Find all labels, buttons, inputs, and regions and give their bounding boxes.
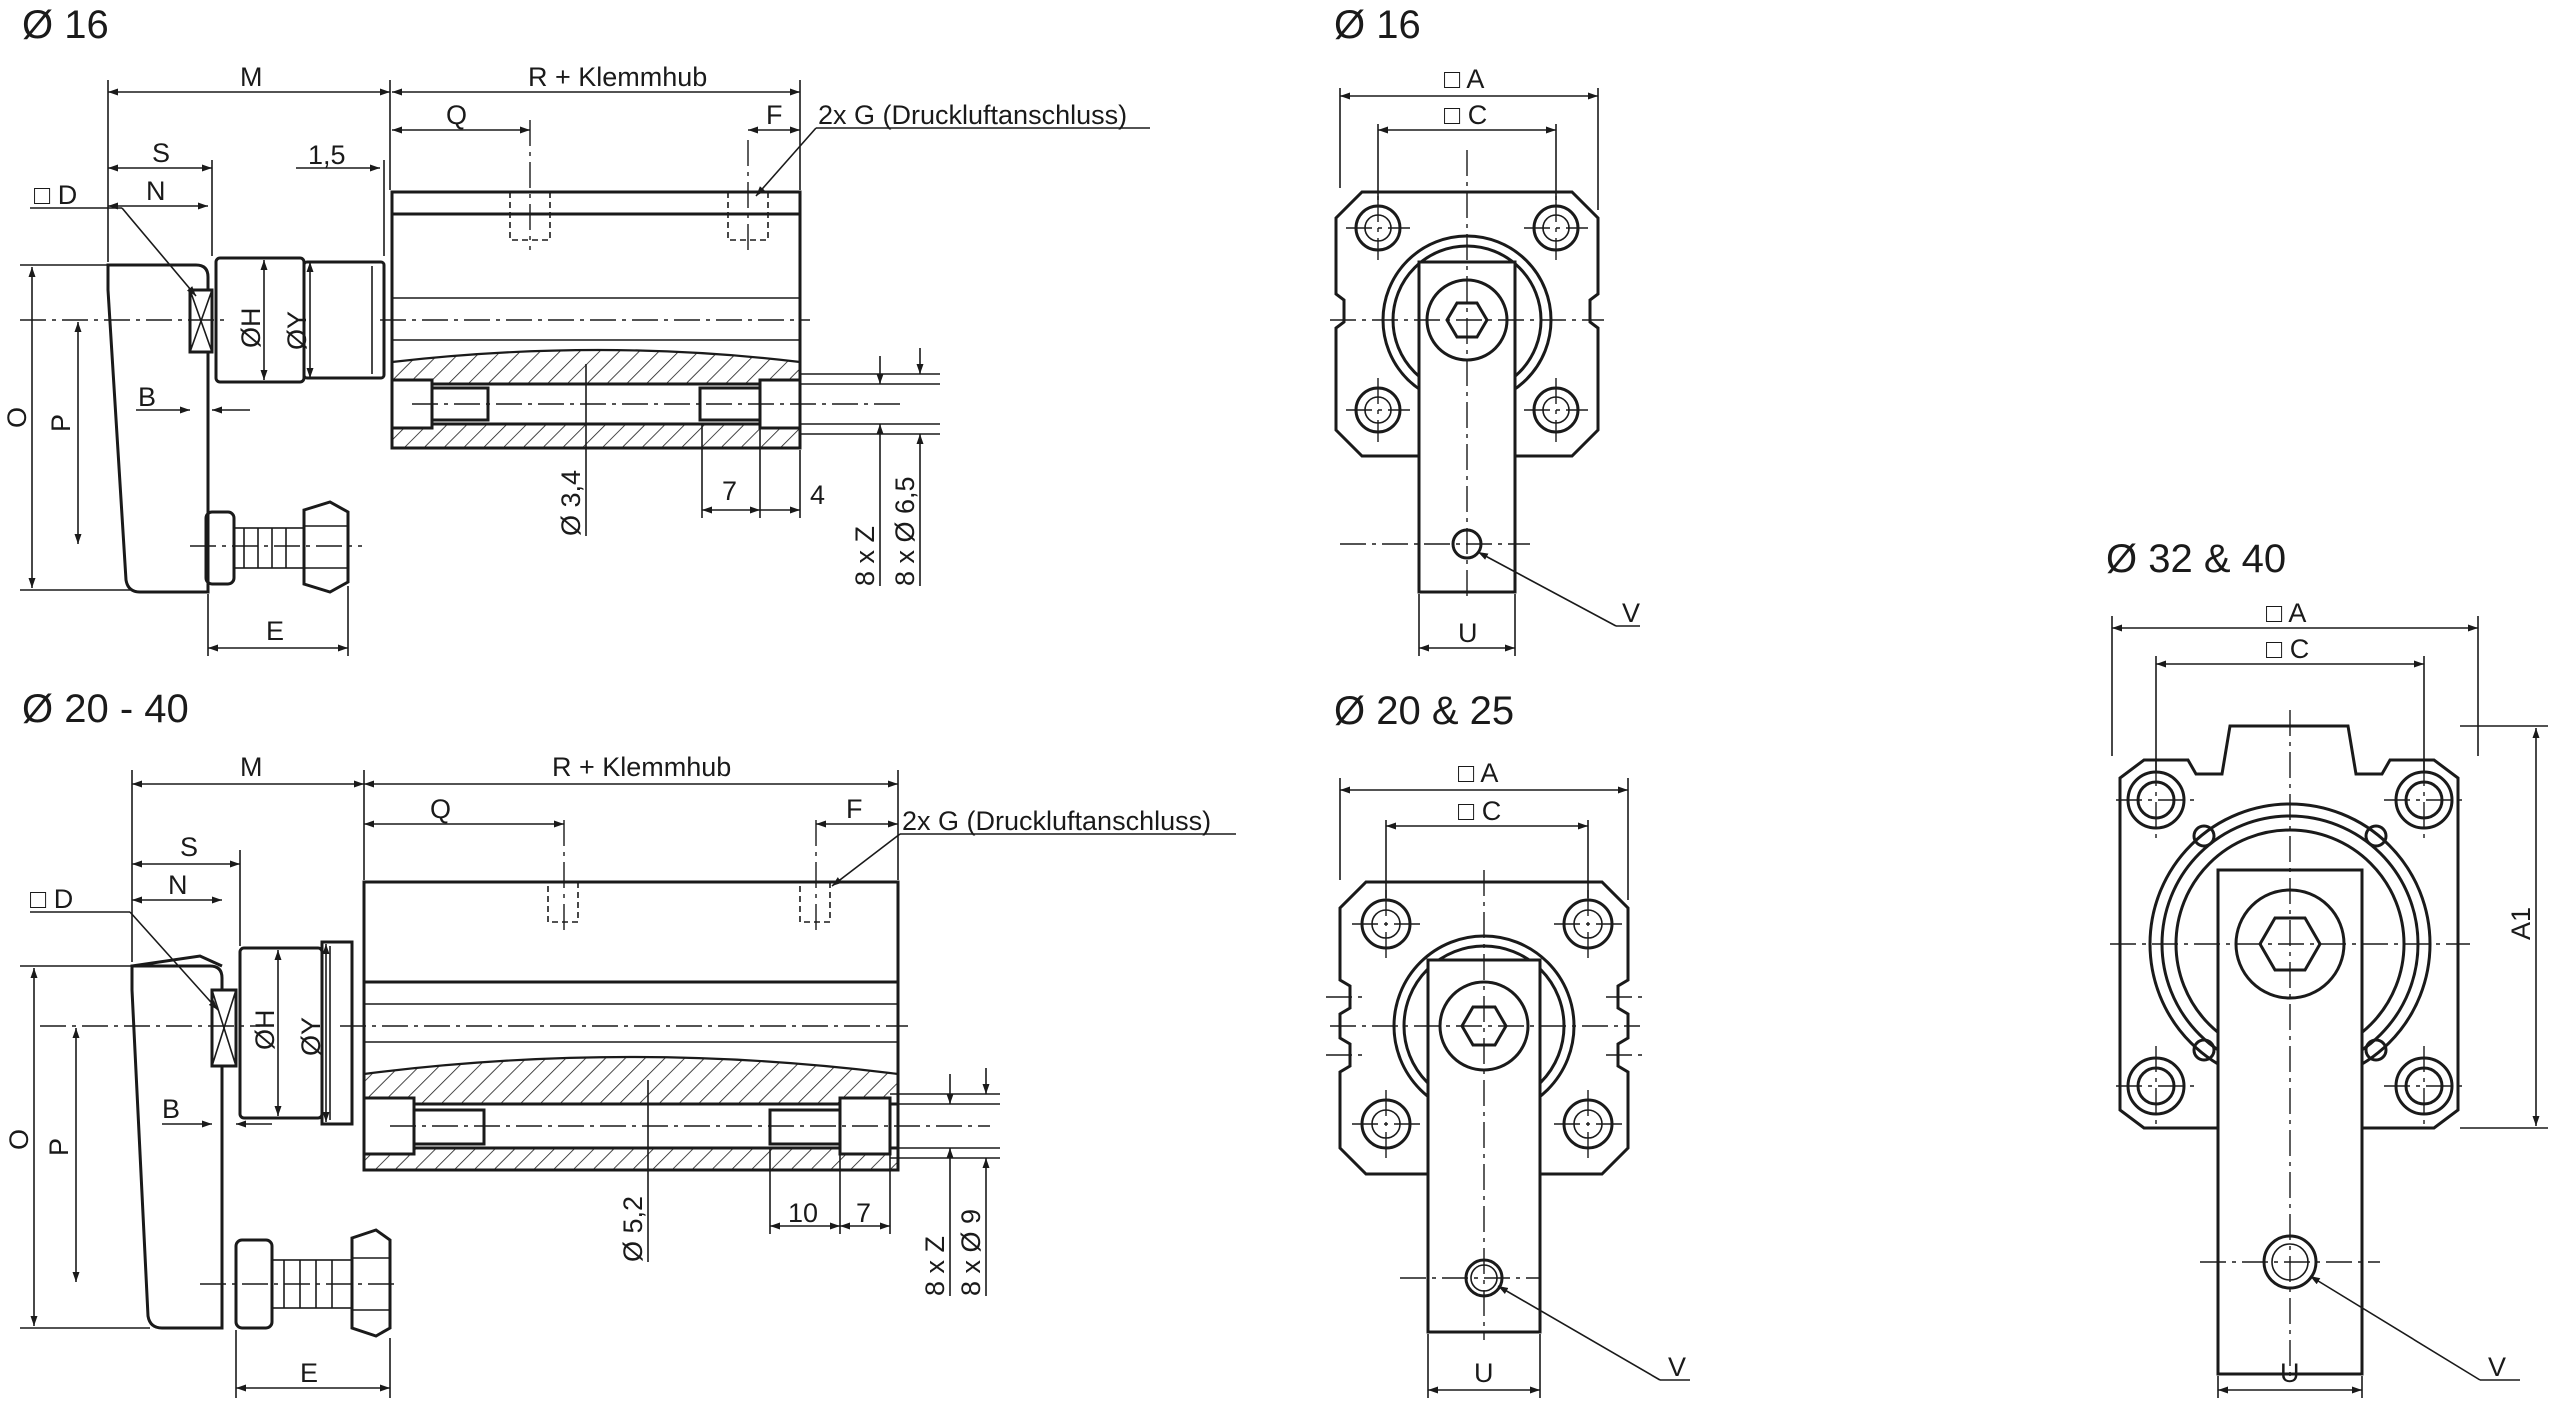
- dim-S: S: [180, 832, 198, 862]
- dim-D: □ D: [30, 884, 73, 914]
- dim-M: M: [240, 62, 263, 92]
- dim-V: V: [1668, 1352, 1686, 1382]
- dim-V: V: [1622, 598, 1640, 628]
- front-view-16: Ø 16 □ A □ C U V: [1330, 3, 1640, 656]
- clamp-nut: [302, 500, 350, 594]
- dim-D: □ D: [34, 180, 77, 210]
- dim-F: F: [846, 794, 863, 824]
- dim-B: B: [138, 382, 156, 412]
- port-hidden-1: [509, 191, 551, 241]
- dim-dia-9: 8 x Ø 9: [956, 1209, 986, 1296]
- dim-A1: A1: [2506, 907, 2536, 940]
- dim-7: 7: [856, 1198, 871, 1228]
- dim-Z: 8 x Z: [920, 1236, 950, 1296]
- dim-Y: ØY: [282, 311, 312, 350]
- dim-N: N: [168, 870, 188, 900]
- side-large-title: Ø 20 - 40: [22, 687, 189, 731]
- dim-P: P: [44, 1138, 74, 1156]
- dim-Q: Q: [430, 794, 451, 824]
- dim-4: 4: [810, 480, 825, 510]
- side-view-large: Ø 20 - 40 M: [4, 687, 1236, 1398]
- dim-H: ØH: [250, 1010, 280, 1051]
- dim-O: O: [4, 1129, 34, 1150]
- front-view-20-25: Ø 20 & 25 □ A □ C U V: [1326, 689, 1690, 1398]
- dim-1-5: 1,5: [308, 140, 346, 170]
- dim-P: P: [46, 414, 76, 432]
- dim-H: ØH: [236, 308, 266, 349]
- dim-Z: 8 x Z: [850, 526, 880, 586]
- front-view-32-40: Ø 32 & 40 □ A □ C A1: [2106, 537, 2548, 1398]
- dim-N: N: [146, 176, 166, 206]
- dim-E: E: [266, 616, 284, 646]
- dim-G: 2x G (Druckluftanschluss): [902, 806, 1211, 836]
- clamp-nut: [350, 1228, 392, 1338]
- front32-title: Ø 32 & 40: [2106, 537, 2286, 581]
- dim-F: F: [766, 100, 783, 130]
- front16-title: Ø 16: [1334, 3, 1421, 47]
- dim-U: U: [1458, 618, 1478, 648]
- dim-Y: ØY: [296, 1017, 326, 1056]
- dim-A: □ A: [1444, 64, 1484, 94]
- dim-V: V: [2488, 1352, 2506, 1382]
- dim-R: R + Klemmhub: [552, 752, 731, 782]
- dim-A: □ A: [2266, 598, 2306, 628]
- dim-U: U: [1474, 1358, 1494, 1388]
- dim-O: O: [2, 407, 32, 428]
- dim-dia-6-5: 8 x Ø 6,5: [890, 476, 920, 586]
- dim-C: □ C: [2266, 634, 2309, 664]
- dim-C: □ C: [1444, 100, 1487, 130]
- front-plate: [1338, 880, 1630, 1176]
- dim-7: 7: [722, 476, 737, 506]
- dim-G: 2x G (Druckluftanschluss): [818, 100, 1127, 130]
- side-view-small: Ø 16: [2, 3, 1150, 656]
- dim-Q: Q: [446, 100, 467, 130]
- clamp-screw-head: [204, 510, 236, 586]
- clamp-lever: [130, 964, 224, 1330]
- side-small-title: Ø 16: [22, 3, 109, 47]
- dim-dia-3-4: Ø 3,4: [556, 470, 586, 536]
- dim-R: R + Klemmhub: [528, 62, 707, 92]
- dim-M: M: [240, 752, 263, 782]
- clamp-lever: [106, 263, 210, 594]
- dim-S: S: [152, 138, 170, 168]
- dim-A: □ A: [1458, 758, 1498, 788]
- dim-dia-5-2: Ø 5,2: [618, 1196, 648, 1262]
- front-plate: [1334, 190, 1600, 458]
- dim-B: B: [162, 1094, 180, 1124]
- dim-E: E: [300, 1358, 318, 1388]
- dim-C: □ C: [1458, 796, 1501, 826]
- front20-title: Ø 20 & 25: [1334, 689, 1514, 733]
- dim-10: 10: [788, 1198, 818, 1228]
- dim-U: U: [2280, 1358, 2300, 1388]
